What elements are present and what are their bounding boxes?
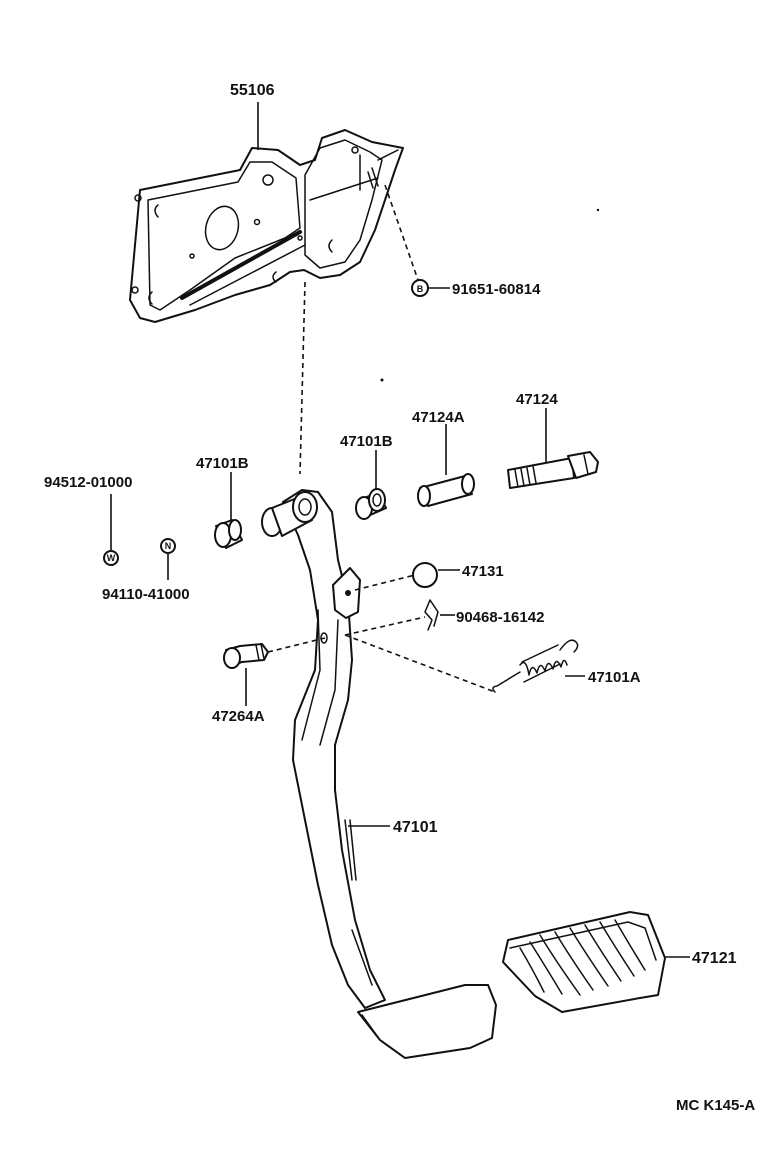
collar-part-number: 47124A [412, 409, 465, 426]
bushing-left[interactable] [214, 519, 243, 549]
spring-part-number: 47101A [588, 669, 641, 686]
washer-circle-icon [103, 550, 119, 566]
stopper-part-number: 47131 [462, 563, 504, 580]
nut-marker[interactable]: N [160, 538, 176, 554]
bracket-part-number: 55106 [230, 82, 275, 99]
washer-symbol: W [107, 553, 116, 563]
washer-marker[interactable]: W [103, 550, 119, 566]
pedal-bracket[interactable] [129, 129, 404, 323]
pedal-pad[interactable] [502, 911, 666, 1013]
clip-part-number: 90468-16142 [456, 609, 544, 626]
bracket-bolt-symbol: B [417, 284, 424, 294]
stopper[interactable] [412, 562, 438, 588]
pedal-arm-part-number: 47101 [393, 819, 438, 836]
return-spring[interactable] [492, 639, 579, 693]
bushing-left-part-number: 47101B [196, 455, 249, 472]
nut-part-number: 94110-41000 [102, 586, 190, 603]
pedal-pad-part-number: 47121 [692, 950, 737, 967]
shaft-bolt-part-number: 47124 [516, 391, 558, 408]
pin-part-number: 47264A [212, 708, 265, 725]
nut-circle-icon [160, 538, 176, 554]
diagram-code: MC K145-A [676, 1097, 755, 1114]
nut-symbol: N [165, 541, 172, 551]
bushing-right-part-number: 47101B [340, 433, 393, 450]
collar[interactable] [417, 473, 475, 507]
washer-part-number: 94512-01000 [44, 474, 132, 491]
bushing-right[interactable] [355, 488, 387, 520]
clip[interactable] [424, 599, 439, 631]
pin[interactable] [223, 643, 269, 669]
bracket-bolt-marker[interactable]: B [411, 279, 429, 297]
pedal-base-plate[interactable] [357, 984, 497, 1059]
pedal-arm[interactable] [261, 489, 386, 1009]
shaft-bolt[interactable] [507, 451, 599, 489]
bracket-bolt-part-number: 91651-60814 [452, 281, 541, 298]
